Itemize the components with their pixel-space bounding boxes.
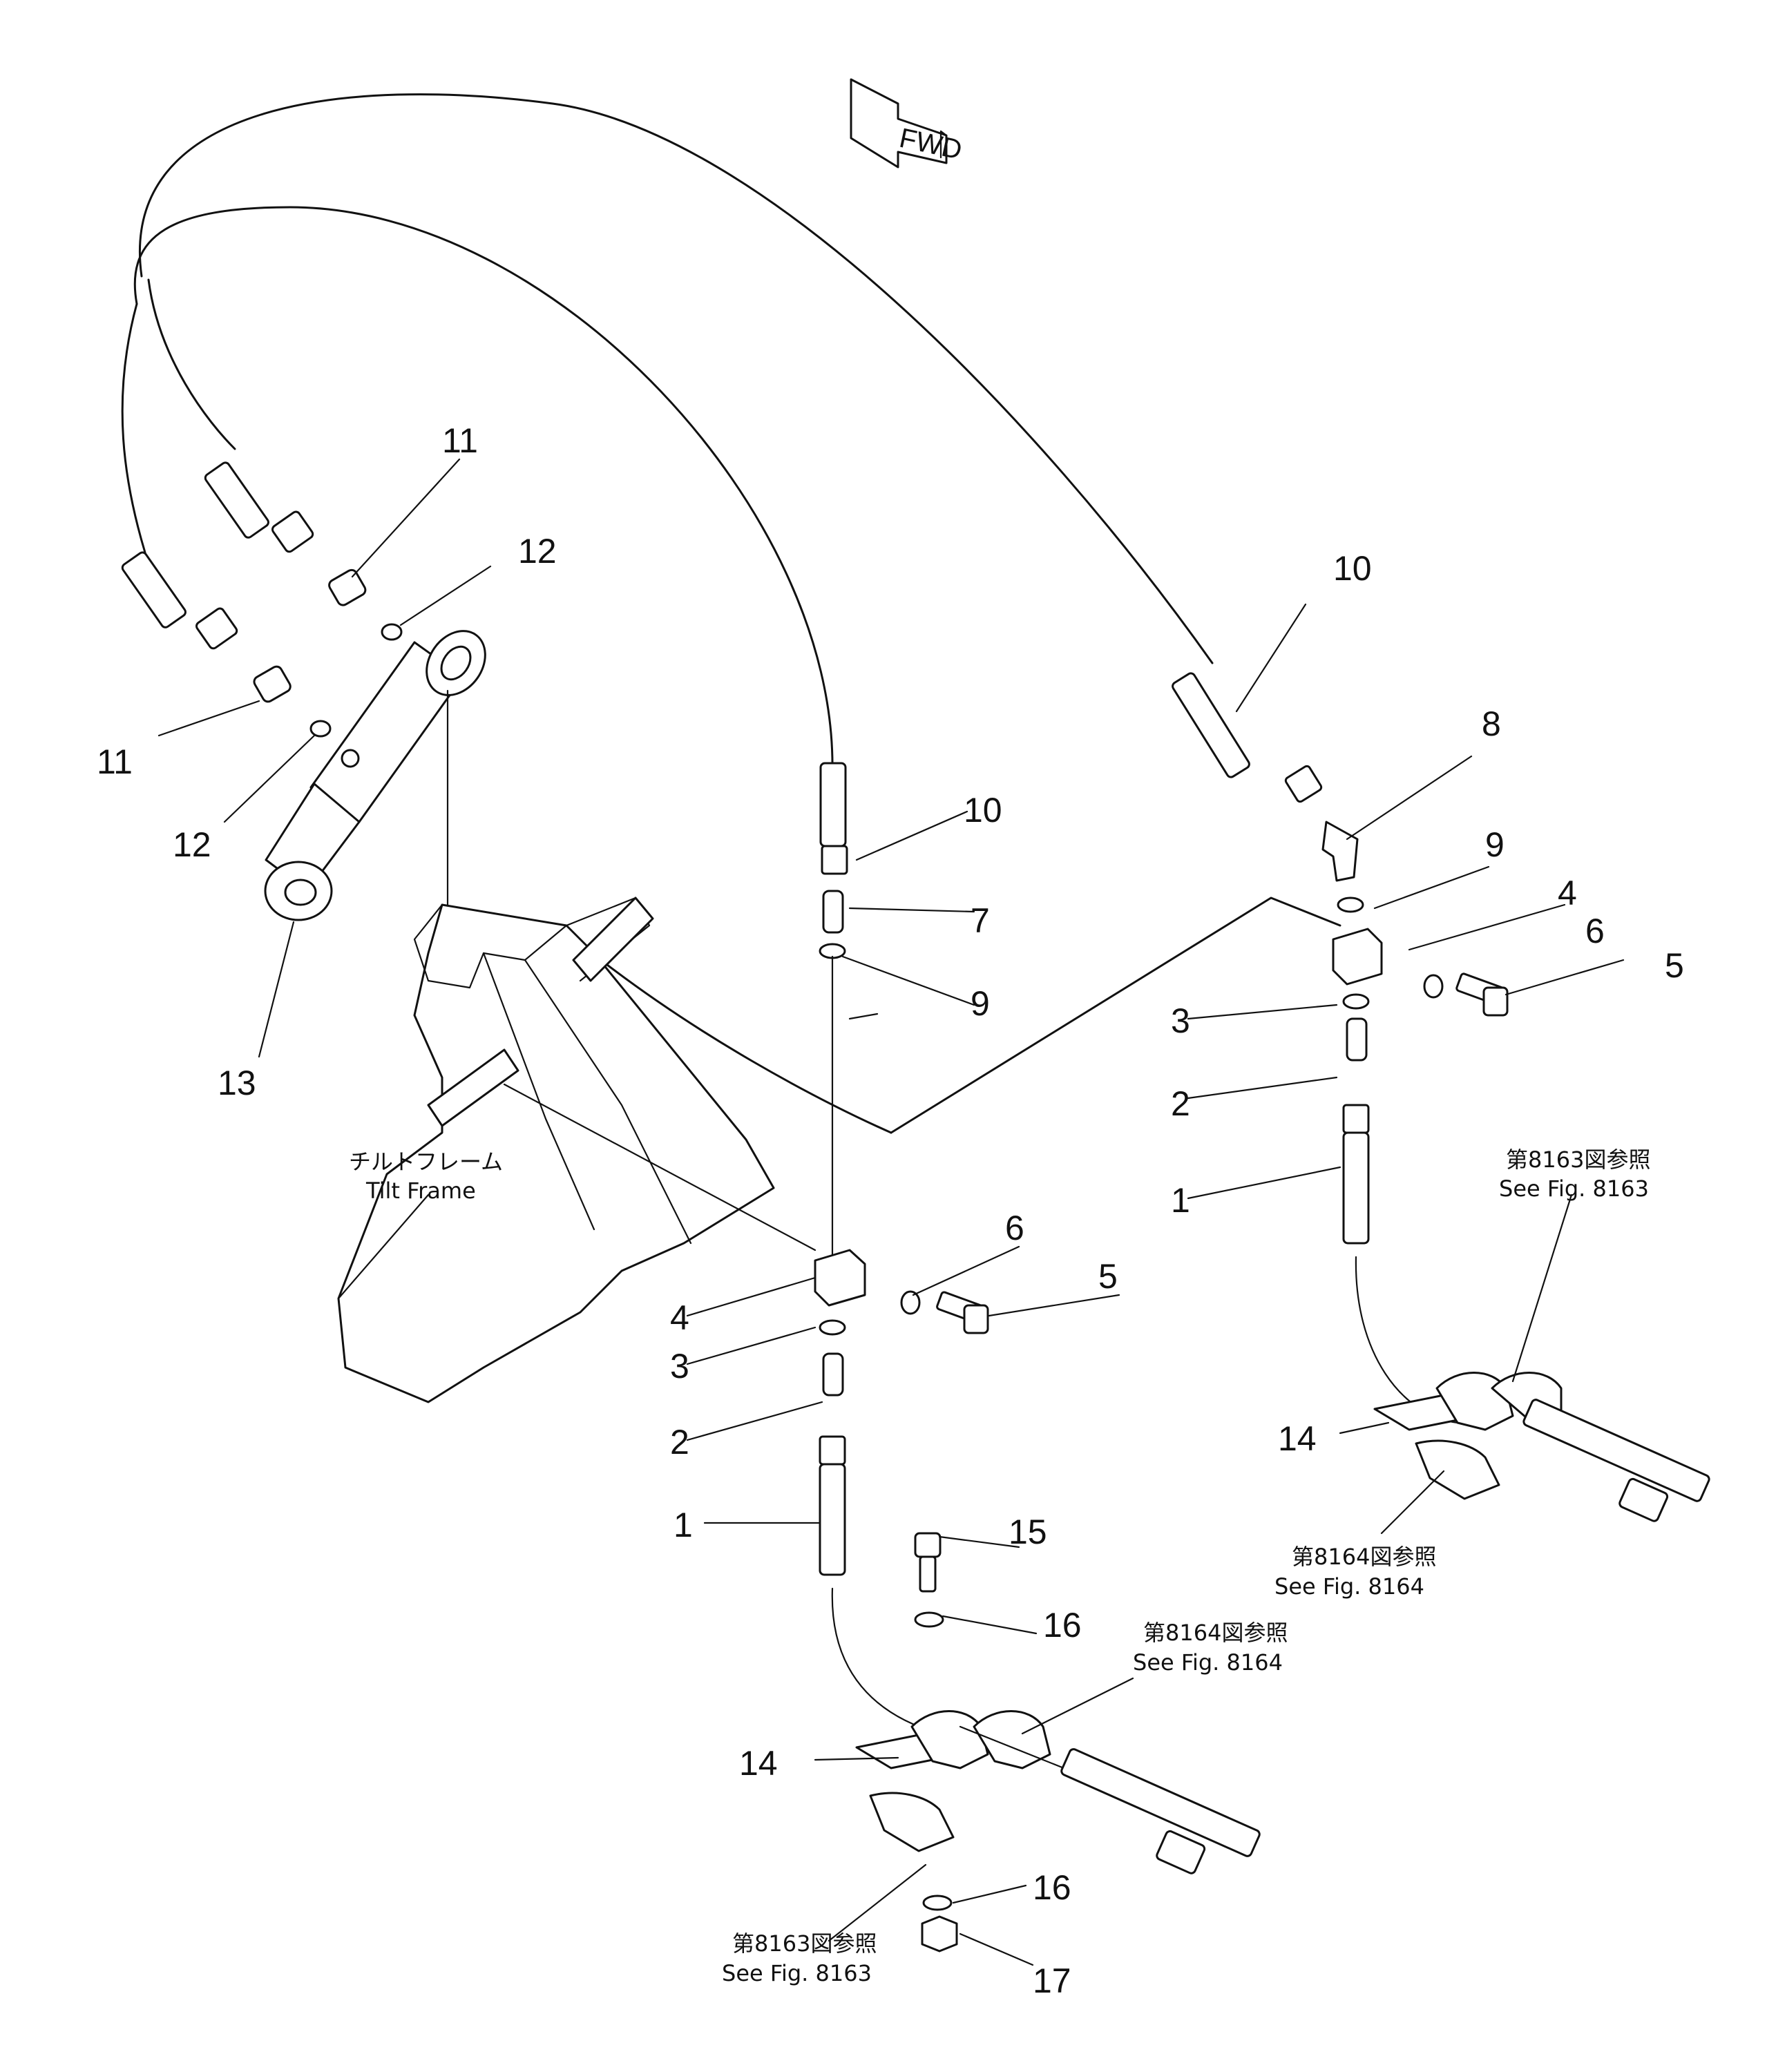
ref-8163-center-jp: 第8163図参照 <box>732 1930 877 1957</box>
forward-arrow-icon: FWD <box>850 78 964 169</box>
fwd-label: FWD <box>897 123 964 166</box>
callout-6-center: 6 <box>1005 1209 1024 1247</box>
callout-1-right: 1 <box>1171 1181 1190 1220</box>
tilt-frame <box>337 896 816 1403</box>
callout-2-right: 2 <box>1171 1084 1190 1123</box>
callout-10-right: 10 <box>1333 549 1372 588</box>
ref-8164-center-jp: 第8164図参照 <box>1143 1620 1288 1646</box>
adapter-fittings-11 <box>253 568 367 703</box>
callout-9-center: 9 <box>971 984 990 1023</box>
tilt-frame-label-jp: チルトフレーム <box>349 1149 503 1175</box>
callout-3-right: 3 <box>1171 1001 1190 1040</box>
callout-6-right: 6 <box>1585 912 1605 950</box>
ref-8164-center-en: See Fig. 8164 <box>1133 1649 1283 1676</box>
leader-lines <box>157 458 1625 1966</box>
ref-8163-center-en: See Fig. 8163 <box>722 1960 872 1986</box>
callout-13: 13 <box>218 1064 256 1102</box>
tilt-cylinder <box>264 630 486 927</box>
o-rings-12 <box>309 623 403 738</box>
callout-11-upper: 11 <box>442 421 478 460</box>
callout-8: 8 <box>1482 704 1501 743</box>
callout-3-center: 3 <box>670 1347 689 1385</box>
callout-9-right: 9 <box>1485 825 1505 864</box>
right-clamps <box>1373 1372 1710 1522</box>
callout-12-lower: 12 <box>173 825 211 864</box>
callout-5-center: 5 <box>1098 1257 1118 1296</box>
callout-5-right: 5 <box>1665 946 1684 985</box>
ref-8164-right-en: See Fig. 8164 <box>1274 1573 1424 1600</box>
reference-labels: チルトフレーム Tilt Frame 第8163図参照 See Fig. 816… <box>349 1147 1650 1986</box>
callout-10-center: 10 <box>964 791 1002 829</box>
ref-8164-right-jp: 第8164図参照 <box>1292 1544 1436 1570</box>
ref-8163-right-en: See Fig. 8163 <box>1499 1176 1649 1202</box>
callout-16-lower: 16 <box>1033 1868 1071 1907</box>
callout-4-center: 4 <box>670 1298 689 1337</box>
center-assembly <box>814 762 989 1735</box>
tilt-frame-label-en: Tilt Frame <box>365 1178 476 1204</box>
callout-7: 7 <box>971 901 990 940</box>
callout-1-center: 1 <box>674 1506 693 1544</box>
right-assembly <box>1172 672 1509 1424</box>
callout-14-right: 14 <box>1278 1419 1317 1458</box>
ref-8163-right-jp: 第8163図参照 <box>1506 1147 1650 1173</box>
callout-14-center: 14 <box>739 1744 778 1783</box>
callout-4-right: 4 <box>1558 874 1577 912</box>
callout-16-upper: 16 <box>1043 1606 1082 1644</box>
callout-17: 17 <box>1033 1961 1071 2000</box>
callout-12-upper: 12 <box>518 532 557 570</box>
callout-numbers: 11 11 12 12 13 10 10 8 7 9 9 4 6 5 3 2 1… <box>97 421 1684 2000</box>
callout-11-lower: 11 <box>97 742 133 781</box>
cylinder-hose-ends <box>121 461 314 650</box>
hose-routing <box>121 93 1341 1134</box>
center-clamps <box>855 1532 1261 1953</box>
callout-2-center: 2 <box>670 1423 689 1461</box>
callout-15: 15 <box>1009 1513 1047 1551</box>
